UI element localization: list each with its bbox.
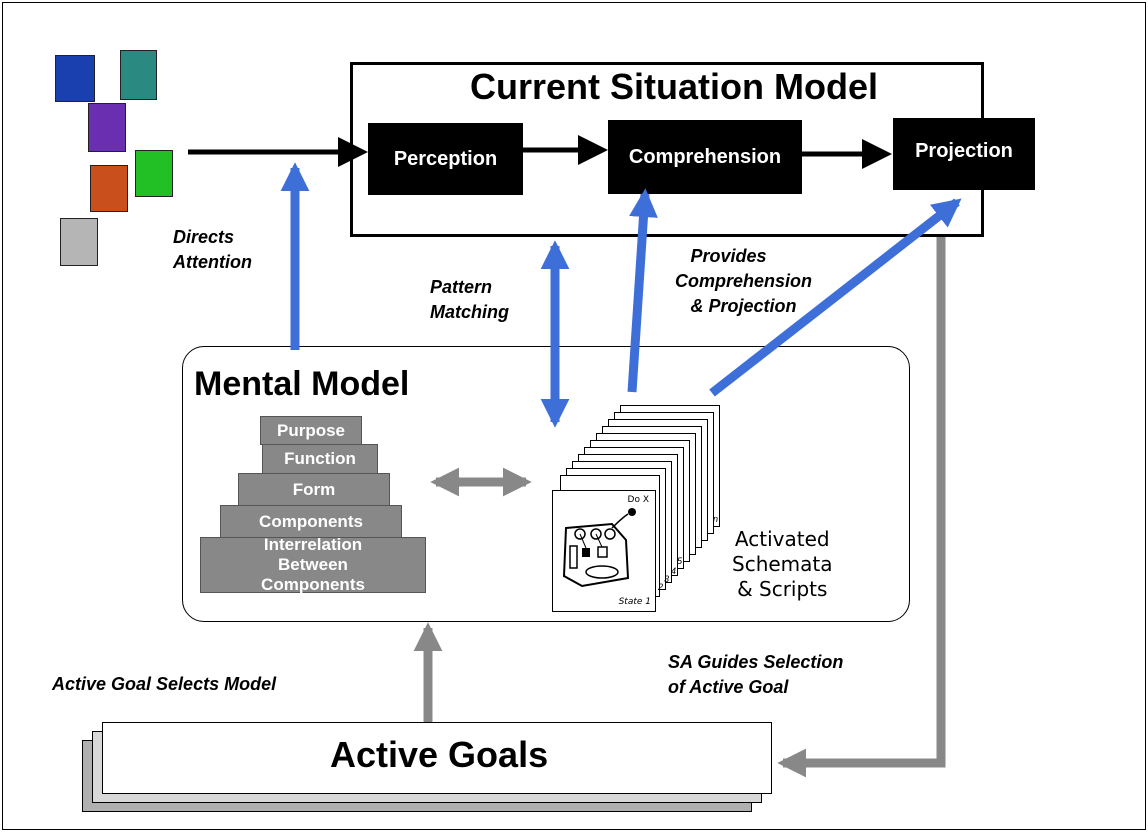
schemata-label-line-1: Activated (734, 527, 830, 551)
schemata-label-line-3: & Scripts (737, 577, 828, 601)
directs-attention-label: Directs Attention (173, 225, 252, 275)
level-function: Function (262, 444, 378, 474)
element-square-teal (120, 50, 157, 100)
sa-guides-label: SA Guides Selection of Active Goal (668, 650, 843, 700)
projection-feedback-arrow (709, 198, 962, 397)
element-square-purple (88, 103, 126, 152)
sa-guides-line-2: of Active Goal (668, 677, 789, 697)
pattern-matching-label: Pattern Matching (430, 275, 509, 325)
goal-selects-label: Active Goal Selects Model (52, 674, 277, 694)
provides-label: Provides Comprehension & Projection (675, 244, 812, 319)
sa-guides-arrow (777, 237, 946, 778)
comprehension-box: Comprehension (608, 120, 802, 194)
schemata-label: Activated Schemata & Scripts (732, 527, 833, 602)
pattern-matching-line-1: Pattern (430, 277, 493, 297)
card-number-n: n (713, 514, 719, 524)
card-number-3: 3 (664, 574, 670, 584)
active-goals-box (102, 722, 772, 794)
card-top-text: Do X (627, 495, 649, 505)
card-schematic (562, 508, 636, 588)
comprehension-feedback-arrow (627, 188, 658, 393)
provides-line-2: Comprehension (675, 271, 813, 291)
level-interrelation: Interrelation Between Components (200, 535, 426, 594)
level-purpose: Purpose (260, 416, 362, 445)
schemata-label-line-2: Schemata (732, 552, 833, 576)
level-interrelation-text: Interrelation Between Components (261, 535, 365, 594)
mental-model-title: Mental Model (194, 365, 410, 403)
pattern-matching-line-2: Matching (430, 302, 509, 322)
projection-box: Projection (893, 118, 1035, 190)
directs-attention-line-1: Directs (173, 227, 235, 247)
element-square-green (135, 150, 173, 197)
situation-model-title: Current Situation Model (470, 66, 878, 107)
provides-line-1: Provides (690, 246, 767, 266)
sa-guides-line-1: SA Guides Selection (668, 652, 844, 672)
element-square-orange (90, 165, 128, 212)
level-form: Form (238, 473, 390, 506)
provides-line-3: & Projection (690, 296, 797, 316)
active-goals-title: Active Goals (330, 734, 549, 775)
directs-attention-line-2: Attention (173, 252, 252, 272)
perception-box: Perception (368, 123, 523, 195)
card-number-5: 5 (677, 556, 683, 566)
card-number-2: 2 (658, 582, 664, 592)
card-number-4: 4 (671, 566, 677, 576)
card-bottom-text: State 1 (618, 597, 651, 607)
element-square-gray (60, 218, 98, 266)
element-square-blue (55, 55, 95, 102)
